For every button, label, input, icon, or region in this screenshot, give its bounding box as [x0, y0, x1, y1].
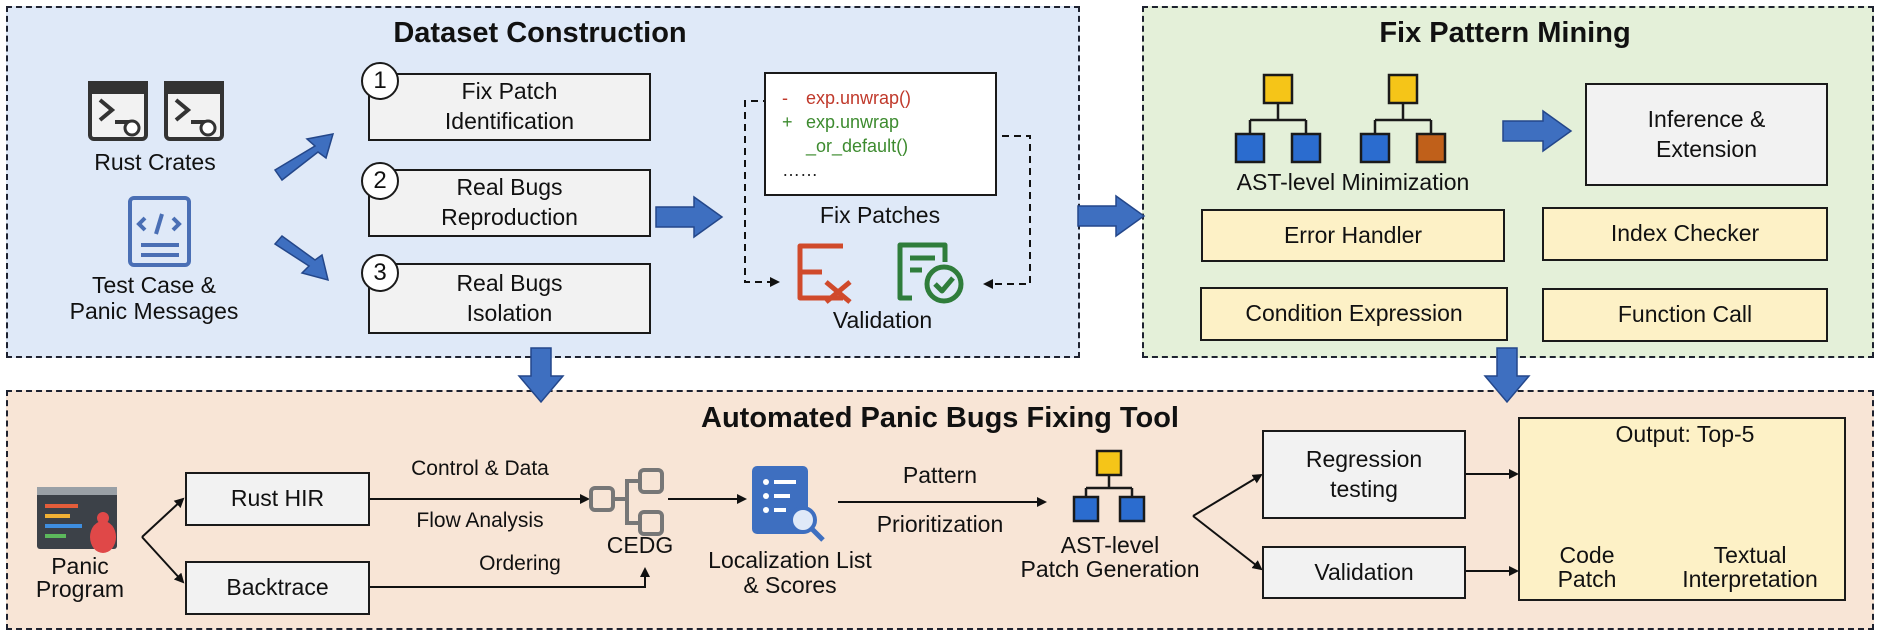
block-arrow [1502, 109, 1573, 153]
ast-minimization-label: AST-level Minimization [1236, 169, 1470, 195]
block-arrow [1077, 194, 1146, 238]
real-bugs-isolation-box: Real Bugs Isolation [368, 263, 651, 334]
pattern-label: Pattern [902, 462, 978, 488]
added-line-continuation: _or_default() [806, 136, 909, 156]
backtrace-box: Backtrace [185, 561, 370, 615]
block-arrow [1483, 347, 1531, 404]
fix-patches-label: Fix Patches [819, 202, 941, 228]
output-box [1518, 417, 1846, 601]
test-case-label: Test Case & Panic Messages [69, 272, 239, 325]
localization-list-icon [752, 466, 825, 542]
patch-generation-label: AST-level Patch Generation [1020, 532, 1200, 583]
tool-validation-box: Validation [1262, 546, 1466, 599]
rust-crates-label: Rust Crates [94, 149, 216, 175]
pattern-index-checker: Index Checker [1542, 207, 1828, 261]
code-document-icon [128, 196, 191, 267]
flow-arrows [141, 469, 1519, 588]
inference-extension-box: Inference & Extension [1585, 83, 1828, 186]
ast-tree-icon [1234, 73, 1322, 164]
fix-pattern-mining-title: Fix Pattern Mining [1379, 17, 1631, 49]
ordering-label: Ordering [479, 552, 561, 575]
removed-line-sign: - [782, 88, 788, 108]
validation-label: Validation [832, 307, 933, 333]
regression-testing-box: Regression testing [1262, 430, 1466, 519]
ast-tree-icon [1072, 449, 1146, 523]
cedg-label: CEDG [606, 532, 674, 558]
localization-list-label: Localization List & Scores [708, 547, 872, 599]
block-arrow [655, 195, 724, 239]
pattern-function-call: Function Call [1542, 288, 1828, 342]
added-line: exp.unwrap [806, 112, 900, 132]
step-number-badge: 1 [361, 62, 399, 100]
pattern-condition-expression: Condition Expression [1200, 287, 1508, 341]
panic-program-label: Panic Program [35, 553, 125, 602]
block-arrow [273, 133, 335, 182]
output-title: Output: Top-5 [1615, 421, 1755, 447]
code-patch-label: Code Patch [1557, 542, 1617, 593]
textual-interpretation-label: Textual Interpretation [1682, 542, 1818, 593]
failed-file-icon [797, 243, 852, 304]
block-arrow [517, 347, 565, 404]
fixing-tool-title: Automated Panic Bugs Fixing Tool [701, 402, 1179, 434]
control-data-label: Control & Data [411, 457, 549, 480]
dataset-construction-title: Dataset Construction [393, 17, 687, 49]
pattern-error-handler: Error Handler [1201, 209, 1505, 262]
panic-program-icon [37, 487, 117, 553]
rust-hir-box: Rust HIR [185, 472, 370, 526]
terminal-icon [164, 81, 224, 141]
added-line-sign: + [782, 112, 793, 132]
verified-file-icon [897, 242, 964, 304]
flow-analysis-label: Flow Analysis [416, 509, 544, 532]
cedg-graph-icon [589, 468, 664, 536]
step-number-badge: 3 [361, 254, 399, 292]
patch-ellipsis: …… [782, 160, 818, 180]
step-number-badge: 2 [361, 162, 399, 200]
dashed-connector [744, 100, 1031, 289]
fix-patch-identification-box: Fix Patch Identification [368, 73, 651, 141]
block-arrow [273, 234, 330, 282]
terminal-icon [88, 81, 148, 141]
real-bugs-reproduction-box: Real Bugs Reproduction [368, 169, 651, 237]
patch-code-box [764, 72, 997, 196]
prioritization-label: Prioritization [876, 511, 1004, 537]
removed-line: exp.unwrap() [806, 88, 912, 108]
ast-tree-icon [1359, 73, 1447, 164]
